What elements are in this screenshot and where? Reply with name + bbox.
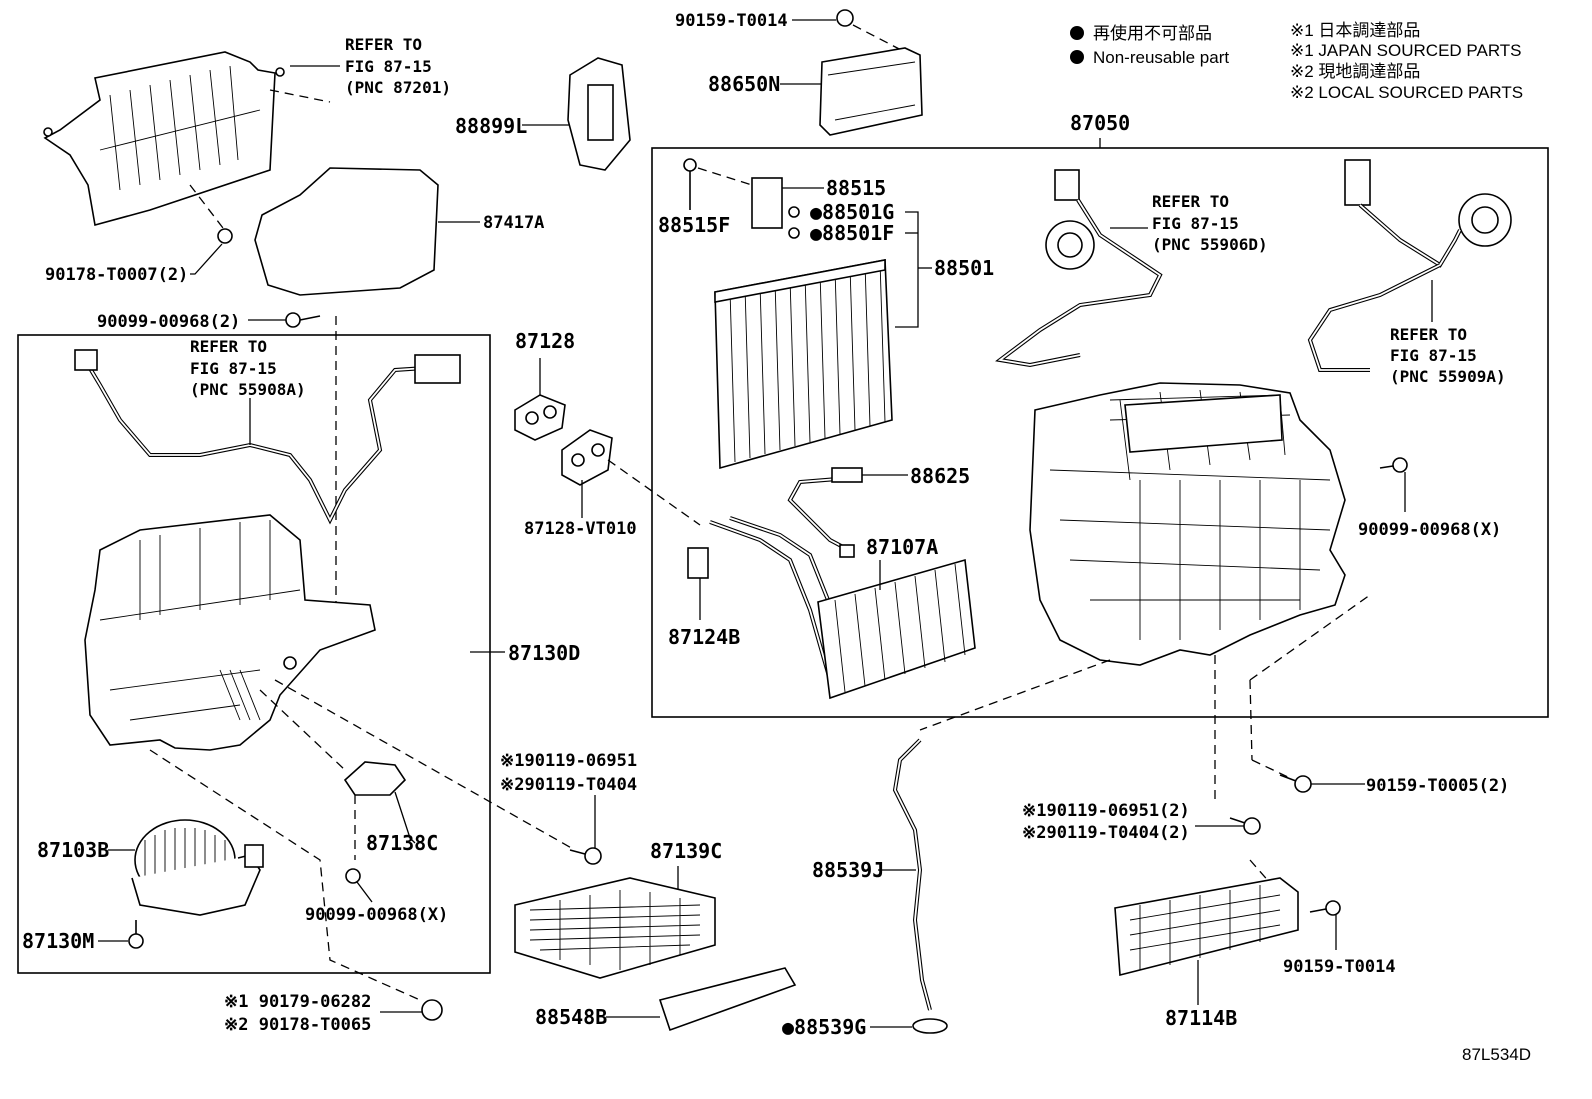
ref-55909A-line2: FIG 87-15 <box>1390 346 1477 365</box>
label-88539G: ●88539G <box>782 1015 866 1039</box>
hvac-unit-drawing <box>1029 382 1346 666</box>
ref-55908A-line2: FIG 87-15 <box>190 359 277 378</box>
ref-87201-line1: REFER TO <box>345 35 422 54</box>
heater-core-drawing <box>817 558 976 700</box>
label-88899L: 88899L <box>455 114 527 138</box>
label-87124B: 87124B <box>668 625 740 649</box>
label-88515: 88515 <box>826 176 886 200</box>
legend-note1-jp: ※1 日本調達部品 <box>1290 21 1420 40</box>
label-90159-T0014-bottom: 90159-T0014 <box>1283 957 1396 977</box>
label-87130M: 87130M <box>22 929 94 953</box>
ref-55909A-line3: (PNC 55909A) <box>1390 367 1506 386</box>
label-90178-T0065: ※2 90178-T0065 <box>224 1015 371 1035</box>
label-88539J: 88539J <box>812 858 884 882</box>
label-87139C: 87139C <box>650 839 722 863</box>
label-87114B: 87114B <box>1165 1006 1237 1030</box>
label-90119-T0404-2: ※290119-T0404(2) <box>1022 823 1190 843</box>
ref-55906D: REFER TO FIG 87-15 (PNC 55906D) <box>1152 192 1268 254</box>
label-88625: 88625 <box>910 464 970 488</box>
legend: 再使用不可部品 Non-reusable part ※1 日本調達部品 ※1 J… <box>1070 21 1523 102</box>
ref-87201: REFER TO FIG 87-15 (PNC 87201) <box>345 35 451 97</box>
label-88501F: ●88501F <box>810 221 894 245</box>
ref-87201-line3: (PNC 87201) <box>345 78 451 97</box>
figure-id: 87L534D <box>1462 1045 1531 1064</box>
label-88501: 88501 <box>934 256 994 280</box>
label-87128-VT010: 87128-VT010 <box>524 519 637 539</box>
label-90179-06282: ※1 90179-06282 <box>224 992 371 1012</box>
ref-55909A-line1: REFER TO <box>1390 325 1467 344</box>
evaporator-drawing <box>714 259 893 470</box>
label-90119-06951: ※190119-06951 <box>500 751 637 771</box>
resistor-87138C <box>343 761 407 796</box>
label-90178-T0007: 90178-T0007(2) <box>45 265 188 285</box>
label-88515F: 88515F <box>658 213 730 237</box>
ref-55908A-line3: (PNC 55908A) <box>190 380 306 399</box>
ref-87201-line2: FIG 87-15 <box>345 57 432 76</box>
label-87138C: 87138C <box>366 831 438 855</box>
legend-note2-en: ※2 LOCAL SOURCED PARTS <box>1290 83 1523 102</box>
label-88501G: ●88501G <box>810 200 894 224</box>
label-90099-00968-2: 90099-00968(2) <box>97 312 240 332</box>
ref-55908A: REFER TO FIG 87-15 (PNC 55908A) <box>190 337 306 399</box>
label-90159-T0014-top: 90159-T0014 <box>675 11 788 31</box>
grommet-87128-VT010 <box>561 429 613 486</box>
non-reusable-dot-icon <box>1070 26 1084 40</box>
label-87130D: 87130D <box>508 641 580 665</box>
ref-55906D-line3: (PNC 55906D) <box>1152 235 1268 254</box>
legend-note1-en: ※1 JAPAN SOURCED PARTS <box>1290 41 1522 60</box>
label-90099-00968-X-right: 90099-00968(X) <box>1358 520 1501 540</box>
clip-87124B <box>687 547 709 579</box>
ref-55906D-line2: FIG 87-15 <box>1152 214 1239 233</box>
filter-87114B <box>1114 877 1299 977</box>
label-87128: 87128 <box>515 329 575 353</box>
legend-non-reusable-jp: 再使用不可部品 <box>1093 23 1212 43</box>
label-90119-06951-2: ※190119-06951(2) <box>1022 801 1190 821</box>
duct-drawing <box>43 51 285 227</box>
label-88650N: 88650N <box>708 72 780 96</box>
legend-non-reusable-en: Non-reusable part <box>1093 48 1229 67</box>
non-reusable-dot-icon <box>1070 50 1084 64</box>
label-87417A: 87417A <box>483 213 544 233</box>
label-88548B: 88548B <box>535 1005 607 1029</box>
pad-87417A <box>254 167 439 296</box>
blower-case-drawing <box>84 514 376 751</box>
label-87050: 87050 <box>1070 111 1130 135</box>
cabin-filter-87139C <box>514 877 716 979</box>
grommet-87128 <box>514 394 566 441</box>
ref-55909A: REFER TO FIG 87-15 (PNC 55909A) <box>1390 325 1506 386</box>
plate-88548B <box>658 967 797 1032</box>
label-87107A: 87107A <box>866 535 938 559</box>
legend-note2-jp: ※2 現地調達部品 <box>1290 62 1420 81</box>
ref-55906D-line1: REFER TO <box>1152 192 1229 211</box>
ref-55908A-line1: REFER TO <box>190 337 267 356</box>
blower-motor-drawing <box>131 819 264 916</box>
module-88650N <box>819 47 923 136</box>
label-87103B: 87103B <box>37 838 109 862</box>
label-90099-00968-X-left: 90099-00968(X) <box>305 905 448 925</box>
label-90119-T0404: ※290119-T0404 <box>500 775 637 795</box>
valve-88515 <box>751 177 783 229</box>
assembly-box-87130D <box>17 334 491 974</box>
label-90159-T0005: 90159-T0005(2) <box>1366 776 1509 796</box>
